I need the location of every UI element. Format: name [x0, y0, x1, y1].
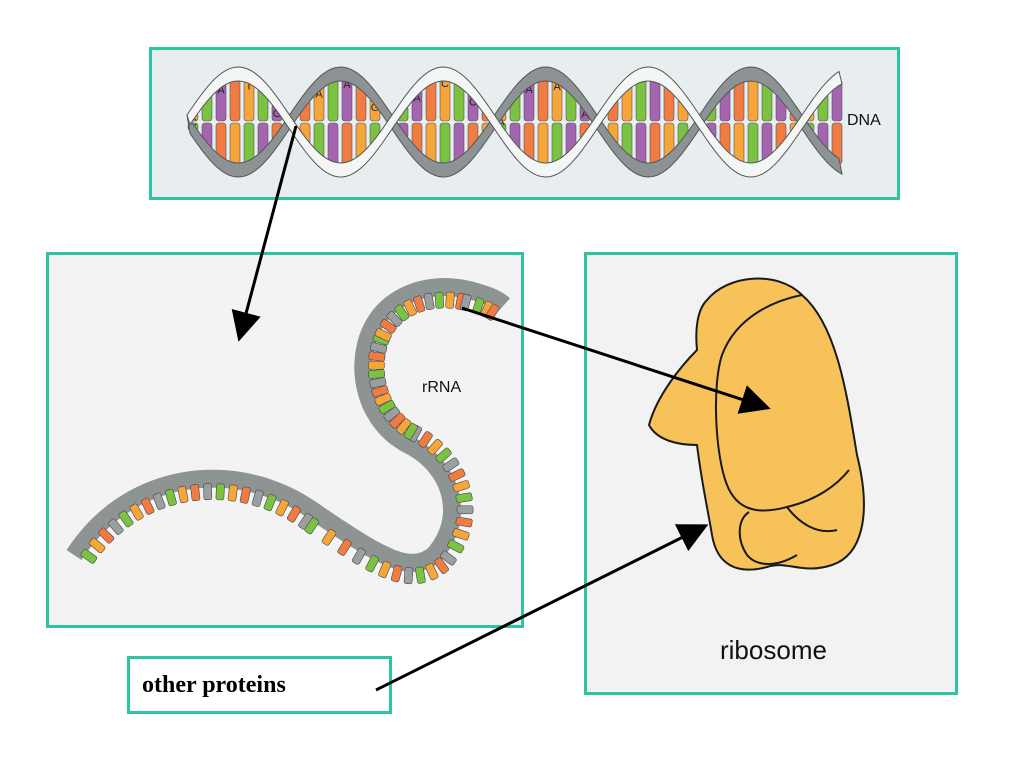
rrna-base [177, 485, 189, 504]
rrna-base [378, 560, 392, 579]
ribosome-panel: ribosome [584, 252, 958, 695]
dna-base-letter: A [413, 93, 421, 105]
rrna-base [108, 518, 124, 535]
ribosome-shape [647, 277, 865, 571]
ribosome-label: ribosome [720, 635, 827, 665]
rrna-base [98, 527, 115, 544]
ribosome-inner-arc [786, 506, 838, 533]
rrna-base [365, 555, 380, 573]
rrna-base [413, 295, 426, 313]
rrna-backbone [66, 277, 511, 572]
dna-base-letter: G [273, 108, 282, 120]
dna-label: DNA [847, 112, 881, 129]
rrna-base [403, 422, 418, 440]
rrna-base [368, 369, 386, 379]
rrna-strand [66, 277, 511, 585]
rrna-base [403, 567, 414, 585]
rrna-base [190, 484, 201, 502]
dna-base-letter: A [315, 88, 323, 100]
rrna-base [394, 304, 410, 322]
dna-backbone [186, 66, 843, 178]
rrna-base [89, 537, 106, 554]
dna-base-letter: G [371, 102, 380, 114]
rrna-base [215, 483, 225, 501]
rrna-base [351, 547, 367, 565]
rrna-base [378, 399, 396, 415]
rrna-base [379, 318, 397, 334]
rrna-base [371, 385, 389, 398]
dna-panel: CATGAAGACCAAAA DNA [149, 47, 900, 200]
rrna-base [456, 505, 474, 515]
rrna-base [434, 291, 445, 309]
rrna-base [452, 480, 470, 493]
rrna-base [337, 538, 352, 556]
other-proteins-label: other proteins [142, 672, 286, 698]
rrna-base [383, 406, 401, 422]
rrna-base [275, 499, 289, 517]
dna-base-letter: C [469, 97, 477, 109]
rrna-base [118, 510, 134, 528]
dna-base-letter: C [441, 78, 449, 90]
rrna-base [286, 505, 302, 523]
rrna-base [396, 418, 412, 435]
rrna-base [165, 488, 177, 507]
dna-base-letter: A [525, 84, 533, 96]
dna-base-letter: A [343, 79, 351, 91]
rrna-base [435, 447, 452, 464]
other-proteins-box: other proteins [127, 656, 392, 714]
rrna-base [80, 548, 98, 564]
rrna-panel: rRNA [46, 252, 524, 628]
rrna-base [374, 328, 392, 342]
rrna-base [418, 431, 433, 448]
rrna-base [203, 483, 213, 501]
rrna-base [369, 377, 387, 389]
rrna-base [389, 412, 406, 429]
dna-helix: CATGAAGACCAAAA [186, 66, 843, 178]
rrna-base [374, 392, 392, 406]
rrna-base [152, 492, 166, 510]
rrna-base [263, 493, 277, 512]
rrna-base [227, 484, 238, 502]
rrna-base [427, 438, 443, 456]
rrna-base [386, 310, 403, 327]
rrna-base [369, 342, 388, 354]
rrna-base [304, 517, 320, 535]
rrna-base [455, 492, 473, 503]
rrna-base [321, 528, 337, 546]
rrna-base [442, 457, 460, 473]
dna-backbone [186, 66, 843, 178]
rrna-base [129, 503, 144, 521]
ribosome-body [647, 277, 865, 571]
rrna-base [368, 351, 386, 362]
rrna-label: rRNA [422, 379, 462, 396]
dna-base-letter: T [246, 81, 253, 93]
rrna-base [251, 489, 264, 507]
rrna-base [403, 299, 417, 317]
dna-base-letter: A [581, 109, 589, 121]
dna-base-letter: A [497, 117, 505, 129]
rrna-base [447, 539, 465, 554]
rrna-base [367, 360, 385, 370]
rrna-base [423, 292, 435, 311]
rrna-base [239, 486, 251, 504]
ribosome-lower-lobe [738, 511, 798, 565]
rrna-base [448, 468, 466, 482]
rrna-base [141, 497, 155, 515]
rrna-base [445, 291, 455, 309]
dna-base-letter: A [553, 81, 561, 93]
dna-base-letter: A [217, 85, 225, 97]
